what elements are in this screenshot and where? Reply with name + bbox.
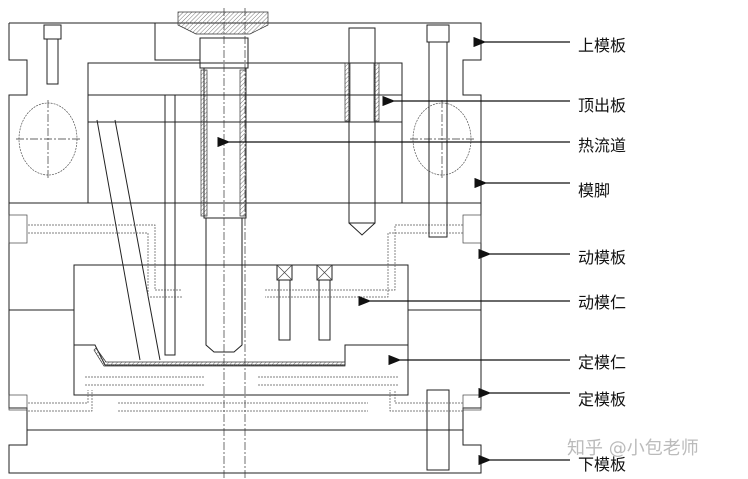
locating-ring [177,11,269,35]
watermark: 知乎 @小包老师 [567,438,699,459]
core-insert [73,264,409,396]
label-bottom-plate: 下模板 [578,455,627,474]
top-clamp-plate [8,22,482,203]
label-ejector-plate: 顶出板 [578,96,627,115]
label-cavity-insert: 定模仁 [578,353,627,372]
label-top-plate: 上模板 [578,36,627,55]
label-core-insert: 动模仁 [578,293,627,312]
label-fixed-plate: 定模板 [578,390,627,409]
leader-arrows [217,36,570,466]
label-spacer-block: 模脚 [578,181,611,200]
label-hot-runner: 热流道 [578,136,627,155]
label-moving-plate: 动模板 [578,248,627,267]
